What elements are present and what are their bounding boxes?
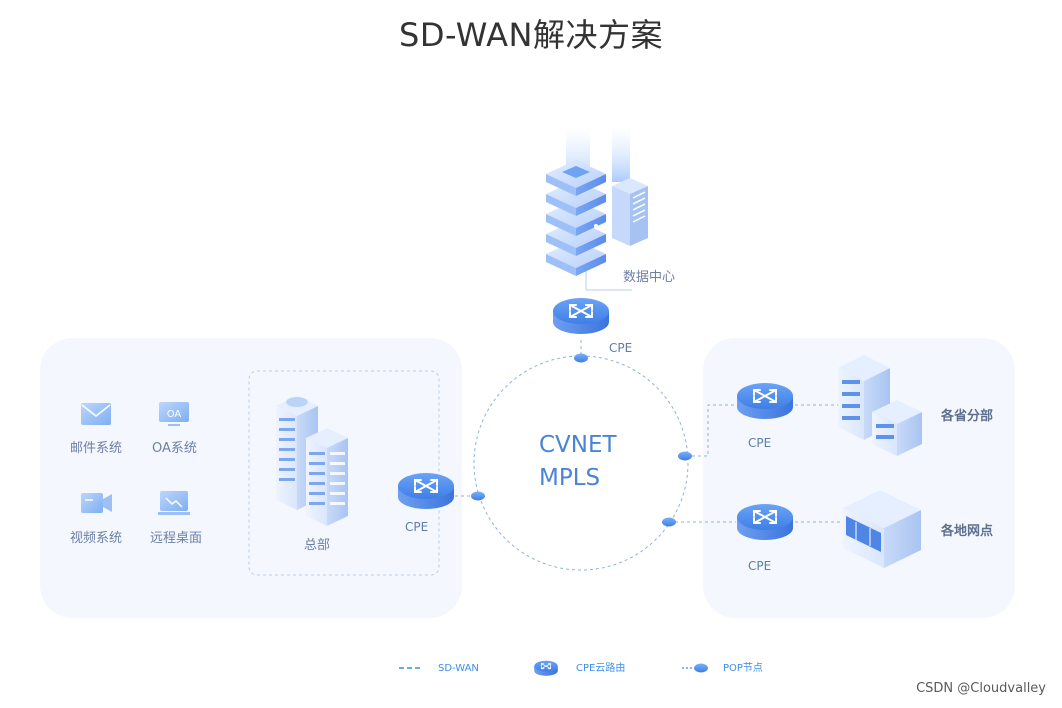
page-title: SD-WAN解决方案 [399, 16, 663, 54]
app-mail-label: 邮件系统 [70, 441, 122, 456]
remote-desktop-icon [158, 491, 190, 515]
cpe-right-top-label: CPE [748, 436, 771, 450]
cpe-router-icon-left [397, 472, 455, 510]
cpe-router-icon-top [552, 297, 610, 335]
app-oa-label: OA系统 [152, 441, 197, 456]
cpe-right-bottom-label: CPE [748, 559, 771, 573]
datacenter-label: 数据中心 [623, 270, 675, 285]
pop-node-top [574, 353, 588, 363]
app-remote-label: 远程桌面 [150, 531, 202, 546]
mpls-ring [473, 355, 689, 571]
cpe-router-icon-right-top [736, 382, 794, 420]
oa-icon-badge: OA [167, 409, 182, 420]
legend: SD-WAN CPE云路由 POP节点 [399, 660, 763, 677]
pop-node-bottom [662, 517, 676, 527]
cpe-top-label: CPE [609, 341, 632, 355]
oa-icon: OA [159, 402, 189, 426]
video-camera-icon [81, 493, 112, 513]
network-label-line1: CVNET [539, 432, 618, 458]
mail-icon [81, 403, 111, 425]
left-site-panel [40, 338, 462, 618]
local-outlet-building-icon [843, 490, 921, 568]
legend-cpe-label: CPE云路由 [576, 661, 625, 674]
app-video-label: 视频系统 [70, 531, 122, 546]
datacenter-server-icon [546, 126, 648, 291]
headquarters-box [248, 370, 440, 576]
local-outlet-label: 各地网点 [940, 523, 993, 539]
legend-sdwan-label: SD-WAN [438, 663, 479, 674]
headquarters-building-icon [276, 396, 348, 526]
legend-pop-node-icon [694, 663, 708, 673]
pop-node-left [471, 491, 485, 501]
provincial-branch-label: 各省分部 [940, 408, 993, 424]
provincial-branch-building-icon [838, 355, 922, 456]
cpe-router-icon-right-bottom [736, 503, 794, 541]
pop-node-right [678, 451, 692, 461]
legend-pop-label: POP节点 [723, 662, 763, 674]
network-label-line2: MPLS [539, 465, 600, 491]
cpe-left-label: CPE [405, 520, 428, 534]
watermark: CSDN @Cloudvalley [916, 681, 1046, 696]
legend-cpe-router-icon [533, 660, 559, 677]
headquarters-label: 总部 [304, 538, 330, 553]
